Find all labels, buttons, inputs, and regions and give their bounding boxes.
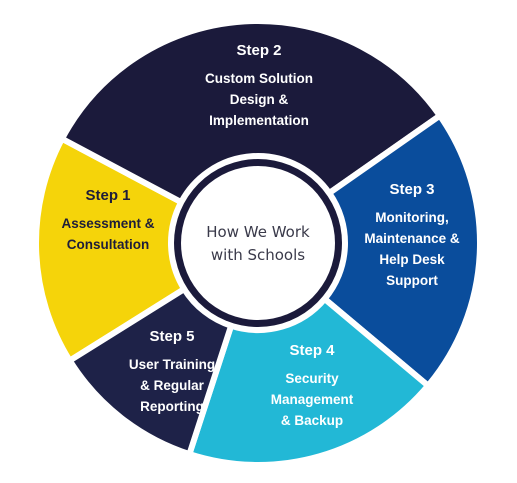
- segment-labels: Step 1 Assessment & Consultation Step 2 Cust…: [61, 42, 459, 428]
- step-1-title: Step 1: [85, 187, 130, 204]
- step-3-description-line-1: Monitoring,: [375, 210, 448, 225]
- step-5-description-line-1: User Training: [129, 357, 215, 372]
- segment-step-2: [58, 18, 443, 206]
- segment-step-1: [33, 135, 188, 364]
- segment-step-5: [66, 286, 235, 458]
- step-3-description-line-2: Maintenance &: [364, 231, 460, 246]
- step-5-description-line-2: & Regular: [140, 378, 205, 393]
- center-label-line-2: with Schools: [211, 246, 305, 264]
- step-3-description-line-3: Help Desk: [379, 252, 445, 267]
- step-2-title: Step 2: [236, 42, 281, 59]
- center-hub: How We Work with Schools: [174, 159, 342, 327]
- segment-step-3: [321, 112, 483, 389]
- step-5-title: Step 5: [149, 328, 194, 345]
- center-hub-fill: [181, 166, 335, 320]
- step-2-description-line-3: Implementation: [209, 113, 309, 128]
- step-1-description-line-1: Assessment &: [61, 216, 154, 231]
- step-4-description-line-2: Management: [271, 392, 354, 407]
- center-label-line-1: How We Work: [206, 223, 310, 241]
- step-2-description-line-1: Custom Solution: [205, 71, 313, 86]
- step-4-description-line-1: Security: [285, 371, 339, 386]
- step-5-description-line-3: Reporting: [140, 399, 204, 414]
- step-3-title: Step 3: [389, 181, 434, 198]
- wheel-segments: [33, 18, 483, 468]
- step-4-description-line-3: & Backup: [281, 413, 343, 428]
- segment-step-4: [186, 295, 432, 468]
- step-1-description-line-2: Consultation: [67, 237, 150, 252]
- step-2-description-line-2: Design &: [230, 92, 289, 107]
- step-3-description-line-4: Support: [386, 273, 438, 288]
- step-4-title: Step 4: [289, 342, 335, 359]
